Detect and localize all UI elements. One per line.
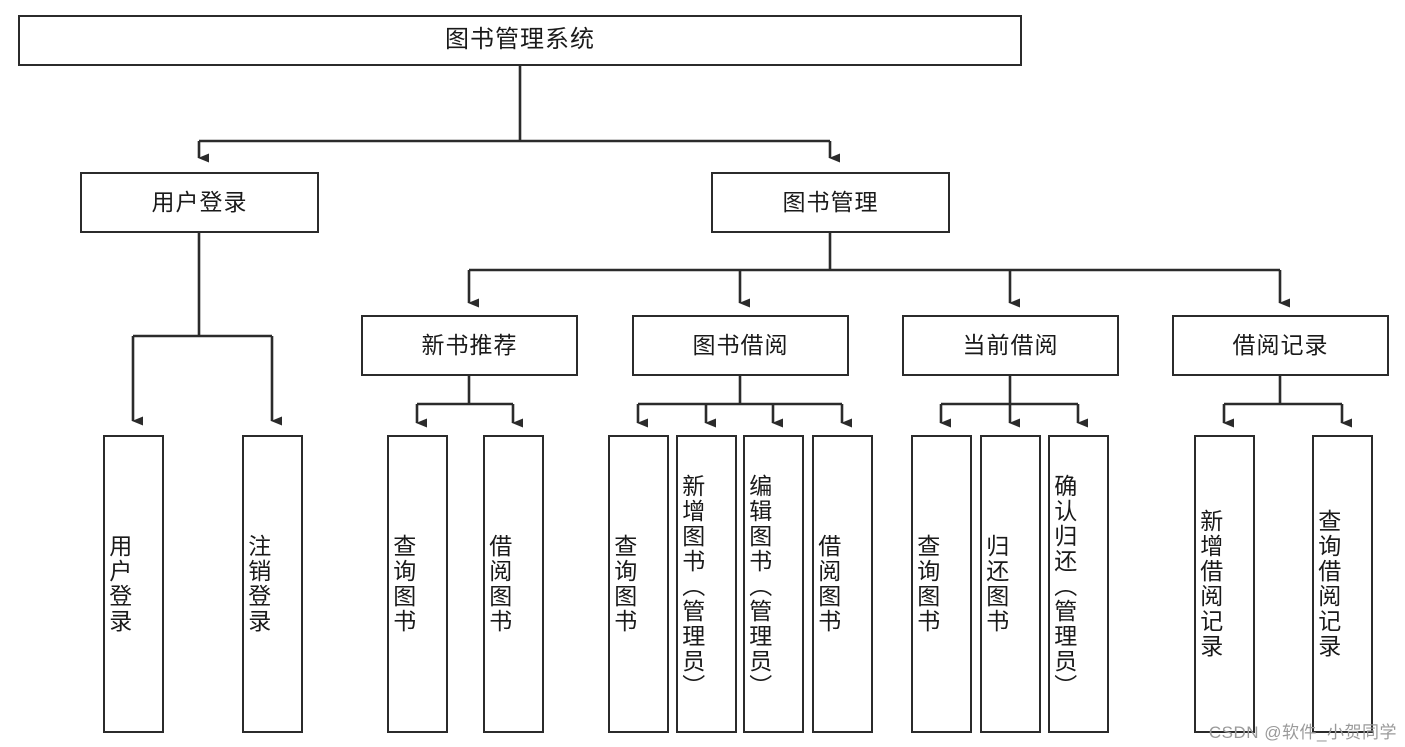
leaf-book-borrow-add-book-admin[interactable]: 新增图书（管理员） xyxy=(676,435,737,733)
leaf-current-borrow-confirm-return-admin[interactable]: 确认归还（管理员） xyxy=(1048,435,1109,733)
leaf-current-borrow-query-book[interactable]: 查询图书 xyxy=(911,435,972,733)
node-label: 借阅记录 xyxy=(1232,331,1329,358)
node-label: 新增借阅记录 xyxy=(1196,509,1223,659)
node-label: 图书管理系统 xyxy=(445,26,595,54)
node-label: 图书借阅 xyxy=(692,331,789,358)
node-label: 新增图书（管理员） xyxy=(678,473,705,699)
node-label: 借阅图书 xyxy=(814,534,841,634)
leaf-new-book-borrow-book[interactable]: 借阅图书 xyxy=(483,435,544,733)
node-label: 借阅图书 xyxy=(485,534,512,634)
leaf-book-borrow-query-book[interactable]: 查询图书 xyxy=(608,435,669,733)
node-label: 归还图书 xyxy=(982,534,1009,634)
leaf-borrow-record-query-record[interactable]: 查询借阅记录 xyxy=(1312,435,1373,733)
node-label: 编辑图书（管理员） xyxy=(745,473,772,699)
node-label: 查询借阅记录 xyxy=(1314,509,1341,659)
node-user-login[interactable]: 用户登录 xyxy=(80,172,319,233)
leaf-user-login-logout[interactable]: 注销登录 xyxy=(242,435,303,733)
leaf-book-borrow-borrow-book[interactable]: 借阅图书 xyxy=(812,435,873,733)
watermark-text: CSDN @软件_小贺同学 xyxy=(1208,723,1397,742)
node-label: 确认归还（管理员） xyxy=(1050,473,1077,699)
node-label: 图书管理 xyxy=(782,188,879,215)
node-label: 用户登录 xyxy=(105,534,132,634)
node-label: 用户登录 xyxy=(151,188,248,215)
leaf-user-login-login[interactable]: 用户登录 xyxy=(103,435,164,733)
node-book-management[interactable]: 图书管理 xyxy=(711,172,950,233)
node-borrow-record[interactable]: 借阅记录 xyxy=(1172,315,1389,376)
node-label: 查询图书 xyxy=(913,534,940,634)
node-label: 当前借阅 xyxy=(962,331,1059,358)
node-label: 注销登录 xyxy=(244,534,271,634)
node-label: 查询图书 xyxy=(389,534,416,634)
node-book-borrow[interactable]: 图书借阅 xyxy=(632,315,849,376)
node-new-book-recommend[interactable]: 新书推荐 xyxy=(361,315,578,376)
node-root-book-management-system[interactable]: 图书管理系统 xyxy=(18,15,1022,66)
leaf-current-borrow-return-book[interactable]: 归还图书 xyxy=(980,435,1041,733)
node-current-borrow[interactable]: 当前借阅 xyxy=(902,315,1119,376)
leaf-new-book-query-book[interactable]: 查询图书 xyxy=(387,435,448,733)
leaf-book-borrow-edit-book-admin[interactable]: 编辑图书（管理员） xyxy=(743,435,804,733)
leaf-borrow-record-add-record[interactable]: 新增借阅记录 xyxy=(1194,435,1255,733)
node-label: 查询图书 xyxy=(610,534,637,634)
node-label: 新书推荐 xyxy=(421,331,518,358)
